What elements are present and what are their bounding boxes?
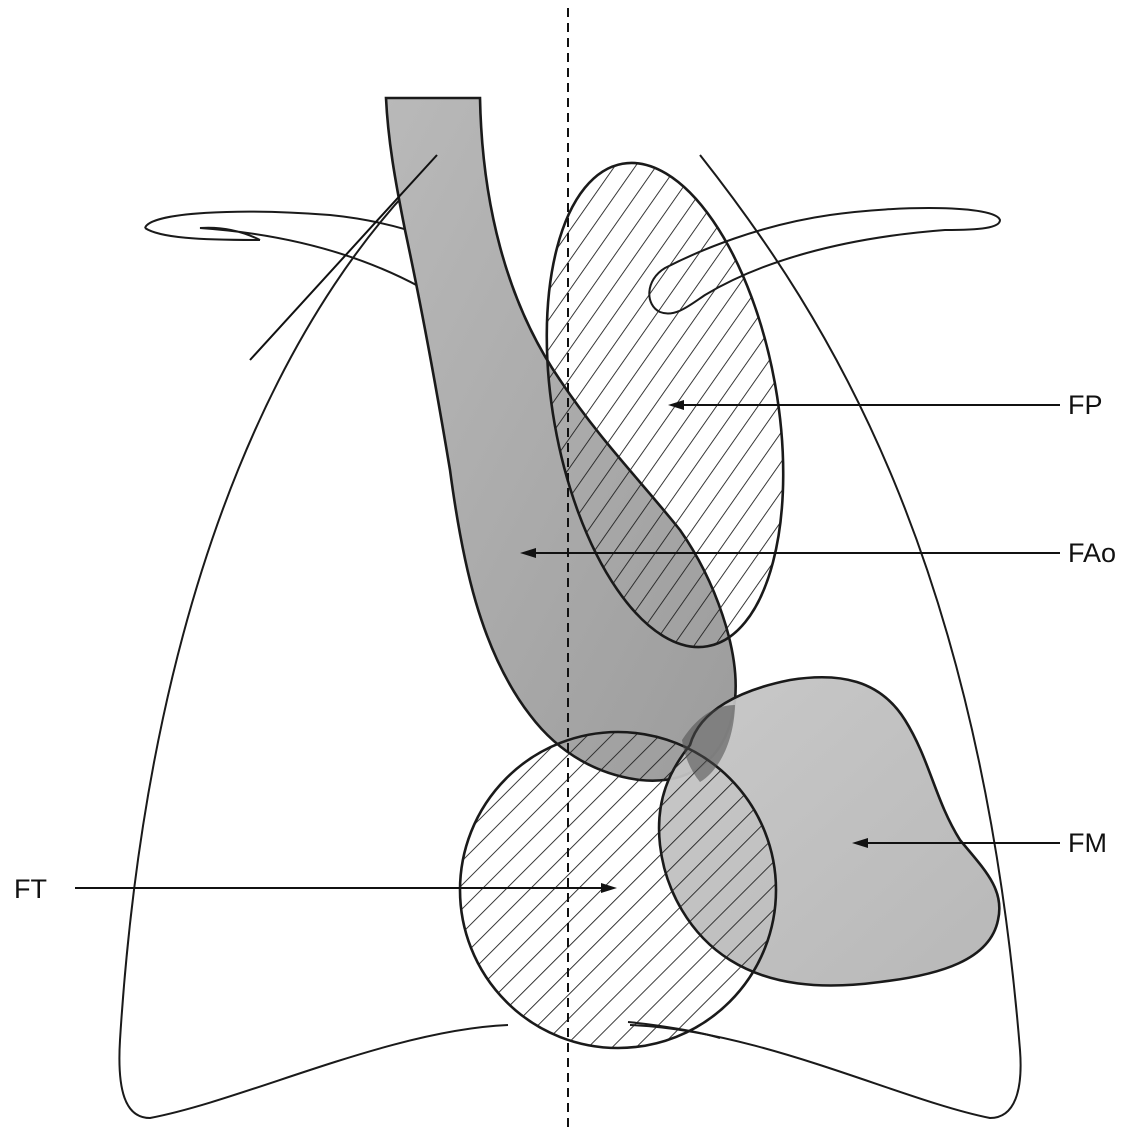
label-fm: FM (1068, 828, 1107, 858)
label-ft: FT (14, 874, 47, 904)
label-fp: FP (1068, 390, 1103, 420)
trachea-line (250, 155, 437, 360)
thymus-circle (460, 732, 776, 1048)
label-fao: FAo (1068, 538, 1116, 568)
